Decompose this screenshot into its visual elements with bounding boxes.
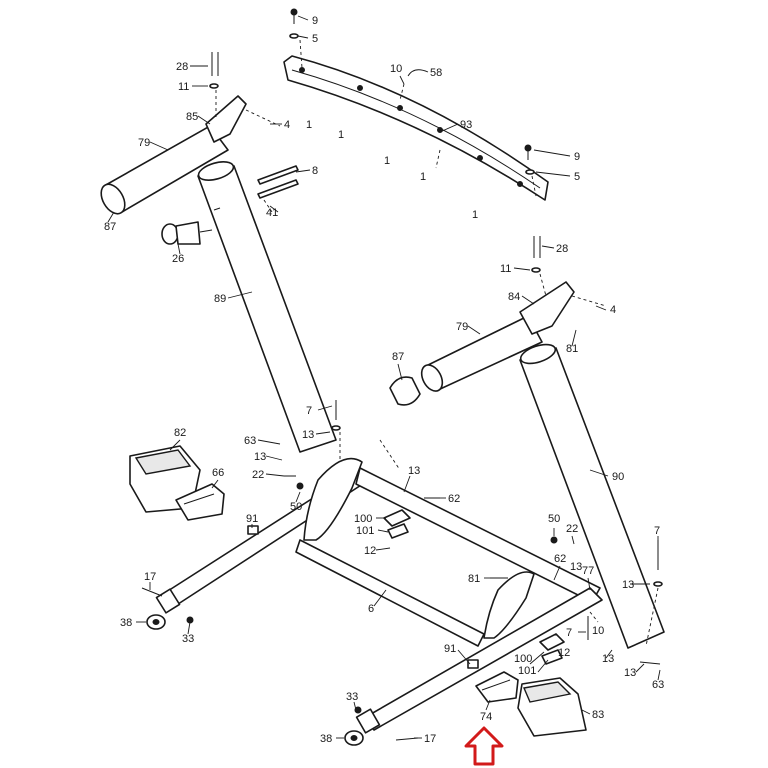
callout-8: 8 xyxy=(312,165,318,177)
callout-12: 12 xyxy=(364,545,376,557)
callout-87: 87 xyxy=(392,351,404,363)
callout-100: 100 xyxy=(514,653,532,665)
callout-62: 62 xyxy=(554,553,566,565)
base-frame xyxy=(155,457,603,734)
callout-5: 5 xyxy=(574,171,580,183)
right-upright-90 xyxy=(519,343,665,649)
callout-63: 63 xyxy=(652,679,664,691)
callout-13: 13 xyxy=(622,579,634,591)
right-handrail-79 xyxy=(420,315,543,392)
bolts-8 xyxy=(257,165,299,213)
callout-66: 66 xyxy=(212,467,224,479)
callout-58: 58 xyxy=(430,67,442,79)
callout-85: 85 xyxy=(186,111,198,123)
knob-26 xyxy=(161,221,213,245)
callout-13: 13 xyxy=(408,465,420,477)
bracket-100-upper xyxy=(383,509,411,539)
callout-81: 81 xyxy=(566,343,578,355)
callout-33: 33 xyxy=(182,633,194,645)
callout-91: 91 xyxy=(444,643,456,655)
callout-13: 13 xyxy=(624,667,636,679)
upper-crossbar-93 xyxy=(283,55,549,201)
callout-33: 33 xyxy=(346,691,358,703)
fasteners xyxy=(141,8,663,741)
pad-74 xyxy=(475,671,519,703)
end-cap-87-right xyxy=(389,376,421,406)
callout-38: 38 xyxy=(320,733,332,745)
callout-11: 11 xyxy=(500,263,511,275)
callout-7: 7 xyxy=(306,405,312,417)
callout-1: 1 xyxy=(472,209,478,221)
callout-93: 93 xyxy=(460,119,472,131)
callout-9: 9 xyxy=(312,15,318,27)
pad-66 xyxy=(175,483,225,521)
callout-11: 11 xyxy=(178,81,189,93)
callout-90: 90 xyxy=(612,471,624,483)
callout-22: 22 xyxy=(566,523,578,535)
callout-6: 6 xyxy=(368,603,374,615)
callout-77: 77 xyxy=(582,565,594,577)
right-bracket-84 xyxy=(519,281,607,335)
callout-22: 22 xyxy=(252,469,264,481)
callout-1: 1 xyxy=(338,129,344,141)
callout-28: 28 xyxy=(176,61,188,73)
callout-10: 10 xyxy=(592,625,604,637)
label-tag-91-right xyxy=(467,659,479,669)
callout-10: 10 xyxy=(390,63,402,75)
callout-7: 7 xyxy=(654,525,660,537)
callout-13: 13 xyxy=(570,561,582,573)
callout-1: 1 xyxy=(306,119,312,131)
label-tag-91-left xyxy=(247,525,259,535)
callout-83: 83 xyxy=(592,709,604,721)
callout-4: 4 xyxy=(284,119,290,131)
callout-79: 79 xyxy=(138,137,150,149)
callout-41: 41 xyxy=(266,207,278,219)
callout-81: 81 xyxy=(468,573,480,585)
left-upright-89 xyxy=(197,161,337,453)
callout-13: 13 xyxy=(302,429,314,441)
callout-50: 50 xyxy=(290,501,302,513)
callout-50: 50 xyxy=(548,513,560,525)
left-bracket-85 xyxy=(205,95,281,143)
callout-101: 101 xyxy=(518,665,536,677)
callout-38: 38 xyxy=(120,617,132,629)
callout-5: 5 xyxy=(312,33,318,45)
left-handrail-79 xyxy=(100,125,229,215)
callout-13: 13 xyxy=(254,451,266,463)
callout-28: 28 xyxy=(556,243,568,255)
callout-84: 84 xyxy=(508,291,520,303)
callout-79: 79 xyxy=(456,321,468,333)
callout-9: 9 xyxy=(574,151,580,163)
callouts: 9 5 10 58 28 11 85 4 79 1 1 93 1 1 1 9 5… xyxy=(104,15,664,745)
callout-17: 17 xyxy=(424,733,436,745)
callout-13: 13 xyxy=(602,653,614,665)
callout-89: 89 xyxy=(214,293,226,305)
callout-91: 91 xyxy=(246,513,258,525)
foot-cover-83 xyxy=(517,677,587,737)
callout-1: 1 xyxy=(420,171,426,183)
callout-12: 12 xyxy=(558,647,570,659)
callout-100: 100 xyxy=(354,513,372,525)
callout-63: 63 xyxy=(244,435,256,447)
callout-4: 4 xyxy=(610,304,616,316)
assembly-guides xyxy=(215,39,659,647)
wheel-38-left xyxy=(146,614,166,630)
callout-62: 62 xyxy=(448,493,460,505)
callout-82: 82 xyxy=(174,427,186,439)
callout-101: 101 xyxy=(356,525,374,537)
callout-26: 26 xyxy=(172,253,184,265)
callout-87: 87 xyxy=(104,221,116,233)
callout-74: 74 xyxy=(480,711,492,723)
callout-7: 7 xyxy=(566,627,572,639)
up-arrow-icon xyxy=(464,726,504,766)
callout-1: 1 xyxy=(384,155,390,167)
wheel-38-right xyxy=(344,730,364,746)
callout-17: 17 xyxy=(144,571,156,583)
